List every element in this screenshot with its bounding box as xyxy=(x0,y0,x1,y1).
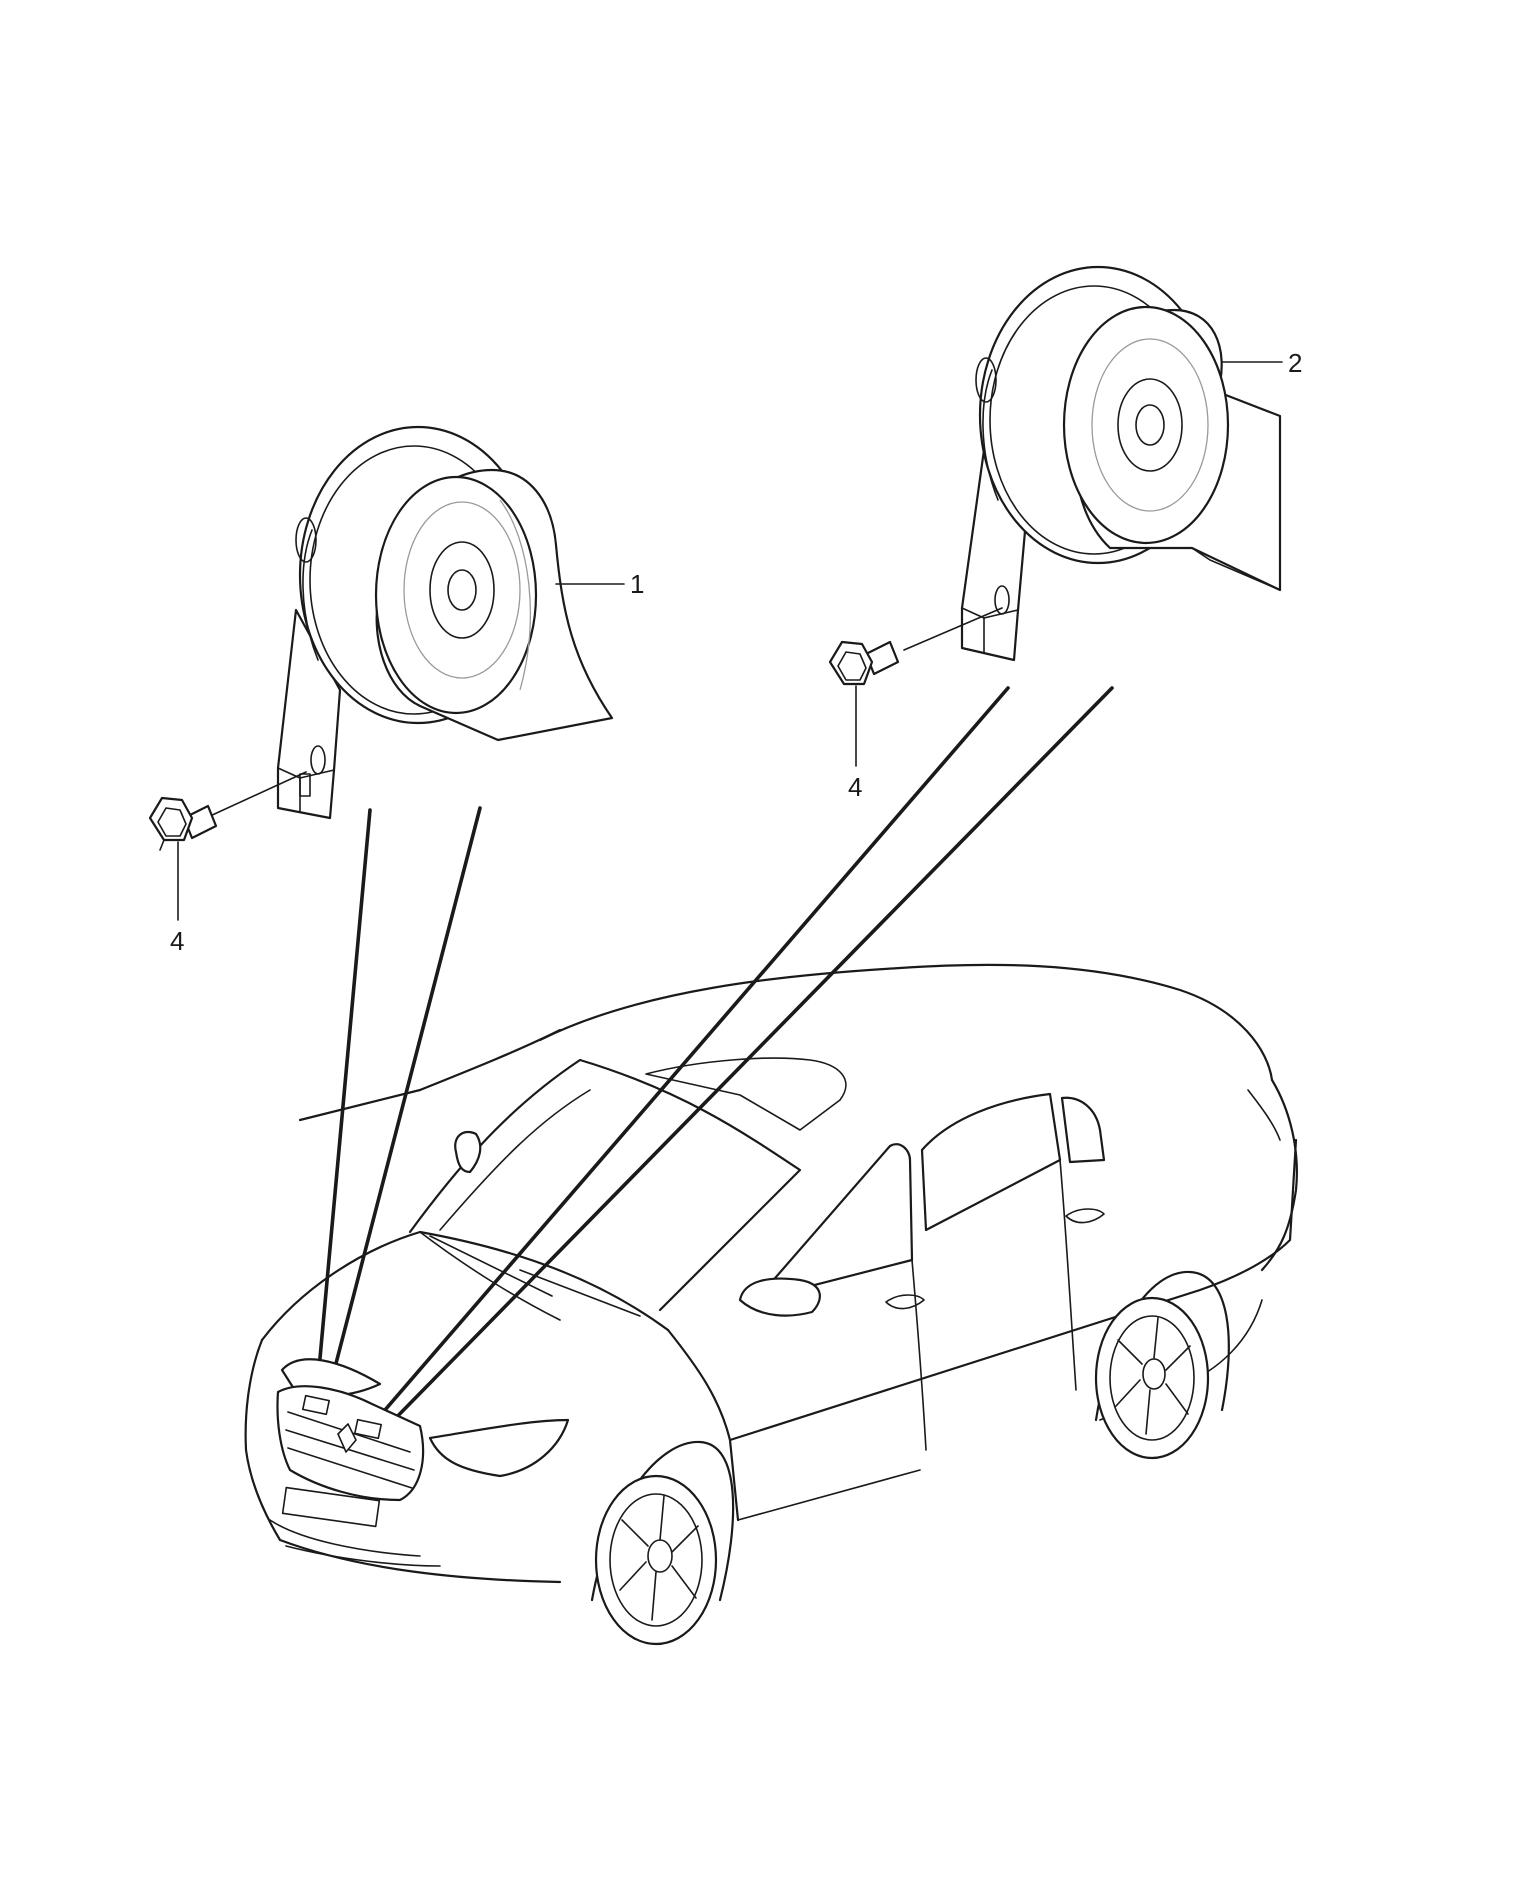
vehicle-outline xyxy=(244,963,1298,1646)
location-lines xyxy=(314,686,1114,1434)
callout-label-4-right: 4 xyxy=(848,772,862,802)
bolt-right xyxy=(828,607,1003,686)
callout-label-1: 1 xyxy=(630,569,644,599)
bolt-left xyxy=(148,771,307,851)
front-grille xyxy=(276,1385,425,1502)
callout-2: 2 xyxy=(1221,348,1302,378)
front-wheel xyxy=(590,1440,735,1646)
callout-label-2: 2 xyxy=(1288,348,1302,378)
horn-2-spiral-cup xyxy=(1062,305,1282,592)
callout-label-4-left: 4 xyxy=(170,926,184,956)
horn-1 xyxy=(276,425,614,820)
callout-1: 1 xyxy=(555,569,644,599)
callout-4-right: 4 xyxy=(848,685,862,802)
callout-4-left: 4 xyxy=(170,841,184,956)
horn-1-spiral-cup xyxy=(374,468,614,742)
horn-2 xyxy=(960,265,1282,662)
rear-wheel xyxy=(1094,1270,1230,1460)
